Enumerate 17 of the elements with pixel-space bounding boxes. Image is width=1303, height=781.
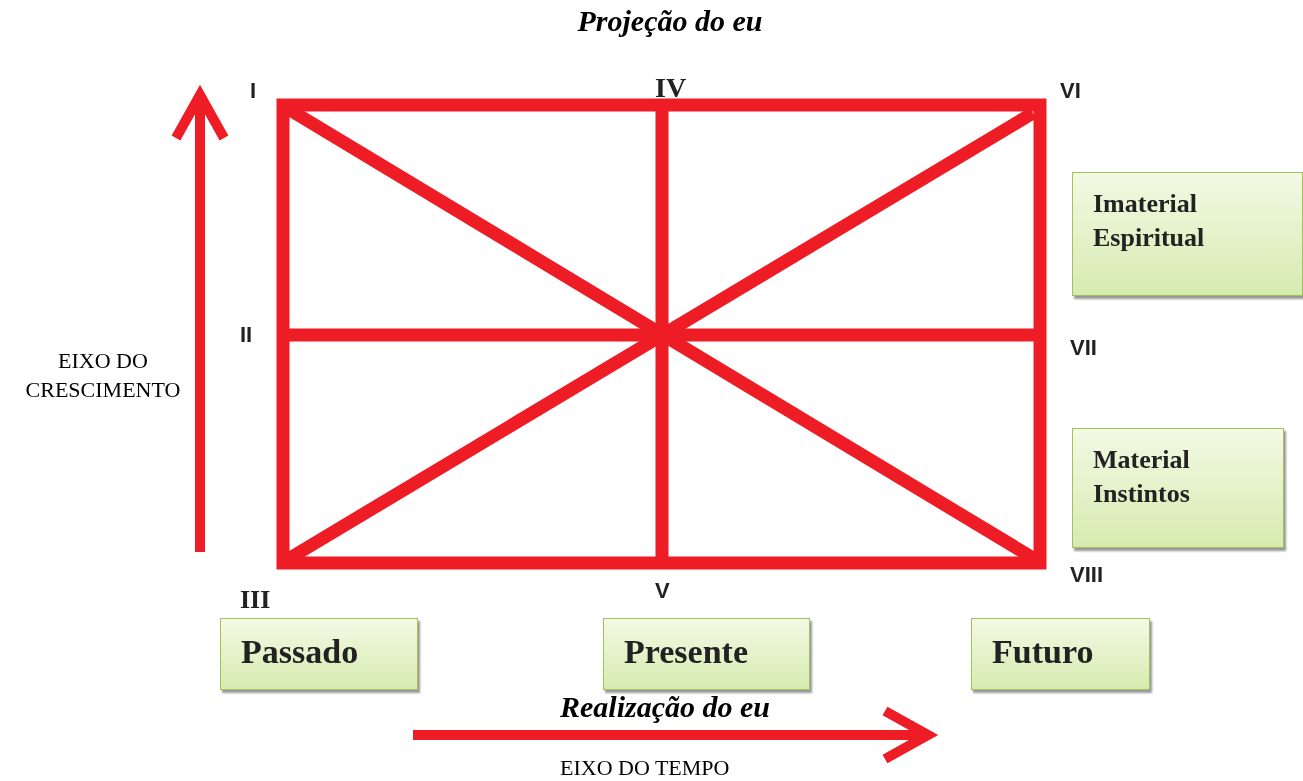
point-label: VI <box>1060 78 1081 104</box>
point-label: III <box>240 585 271 615</box>
axis-label: EIXO DO TEMPO <box>560 755 730 781</box>
axis-label: EIXO DO CRESCIMENTO <box>24 347 182 404</box>
point-label: VIII <box>1070 562 1103 588</box>
point-label: IV <box>655 72 687 104</box>
point-label: II <box>240 322 253 348</box>
point-label: VII <box>1070 335 1097 361</box>
diagram-title: Projeção do eu <box>576 4 764 38</box>
category-box: Futuro <box>971 618 1150 690</box>
category-box: Material Instintos <box>1072 428 1284 548</box>
category-box: Imaterial Espiritual <box>1072 172 1303 296</box>
category-box: Presente <box>603 618 810 690</box>
point-label: V <box>655 578 670 604</box>
category-box: Passado <box>220 618 418 690</box>
point-label: I <box>250 78 257 104</box>
axis-title: Realização do eu <box>560 690 770 724</box>
